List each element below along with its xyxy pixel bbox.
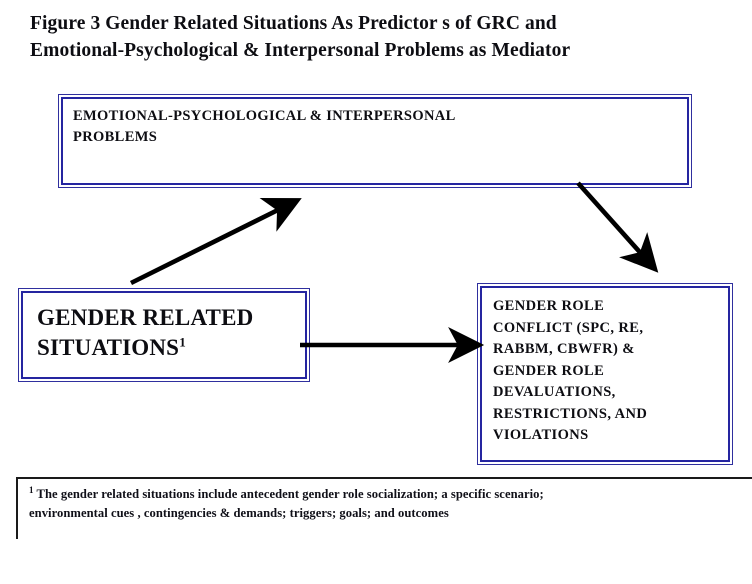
footnote-text: 1 The gender related situations include …	[29, 485, 746, 523]
footnote-line-2: environmental cues , contingencies & dem…	[29, 506, 449, 520]
footnote-marker-superscript: 1	[179, 334, 186, 350]
box-gender-related-situations-line-2-text: SITUATIONS	[37, 335, 180, 360]
box-gender-related-situations: GENDER RELATED SITUATIONS1	[18, 288, 310, 382]
figure-title-line-1: Figure 3 Gender Related Situations As Pr…	[30, 13, 557, 34]
box-emotional-inner-border: EMOTIONAL-PSYCHOLOGICAL & INTERPERSONAL …	[61, 97, 689, 185]
box-gender-role-conflict-line-2: CONFLICT (SPC, RE,	[493, 319, 644, 336]
arrow-emotional-to-grc	[576, 181, 659, 273]
box-gender-role-conflict-inner-border: GENDER ROLE CONFLICT (SPC, RE, RABBM, CB…	[480, 286, 730, 462]
box-gender-role-conflict-line-7: VIOLATIONS	[493, 427, 589, 443]
figure-title: Figure 3 Gender Related Situations As Pr…	[30, 10, 730, 64]
box-emotional-line-1: EMOTIONAL-PSYCHOLOGICAL & INTERPERSONAL	[73, 108, 456, 124]
box-gender-related-situations-text: GENDER RELATED SITUATIONS1	[37, 303, 299, 363]
box-gender-related-situations-line-1: GENDER RELATED	[37, 305, 254, 330]
box-emotional-text: EMOTIONAL-PSYCHOLOGICAL & INTERPERSONAL …	[73, 106, 681, 148]
box-emotional-psychological-problems: EMOTIONAL-PSYCHOLOGICAL & INTERPERSONAL …	[58, 94, 692, 188]
footnote-line-1-text: The gender related situations include an…	[36, 487, 544, 501]
footnote-line-1: 1 The gender related situations include …	[29, 485, 746, 504]
box-gender-role-conflict-line-5: DEVALUATIONS,	[493, 384, 616, 400]
footnote-superscript-marker: 1	[29, 484, 34, 495]
box-gender-role-conflict-line-1: GENDER ROLE	[493, 298, 605, 314]
box-gender-role-conflict-line-6: RESTRICTIONS, AND	[493, 405, 648, 422]
box-gender-role-conflict-line-3: RABBM, CBWFR) &	[493, 341, 635, 357]
box-gender-related-situations-line-2: SITUATIONS1	[37, 333, 299, 363]
box-gender-role-conflict-line-4: GENDER ROLE	[493, 362, 605, 379]
box-gender-role-conflict-text: GENDER ROLE CONFLICT (SPC, RE, RABBM, CB…	[493, 296, 722, 447]
box-gender-role-conflict: GENDER ROLE CONFLICT (SPC, RE, RABBM, CB…	[477, 283, 733, 465]
box-emotional-line-2: PROBLEMS	[73, 129, 158, 145]
arrow-grs-to-emotional	[129, 198, 302, 286]
box-gender-related-situations-inner-border: GENDER RELATED SITUATIONS1	[21, 291, 307, 379]
figure-title-line-2: Emotional-Psychological & Interpersonal …	[30, 40, 571, 61]
footnote-box: 1 The gender related situations include …	[16, 477, 752, 539]
